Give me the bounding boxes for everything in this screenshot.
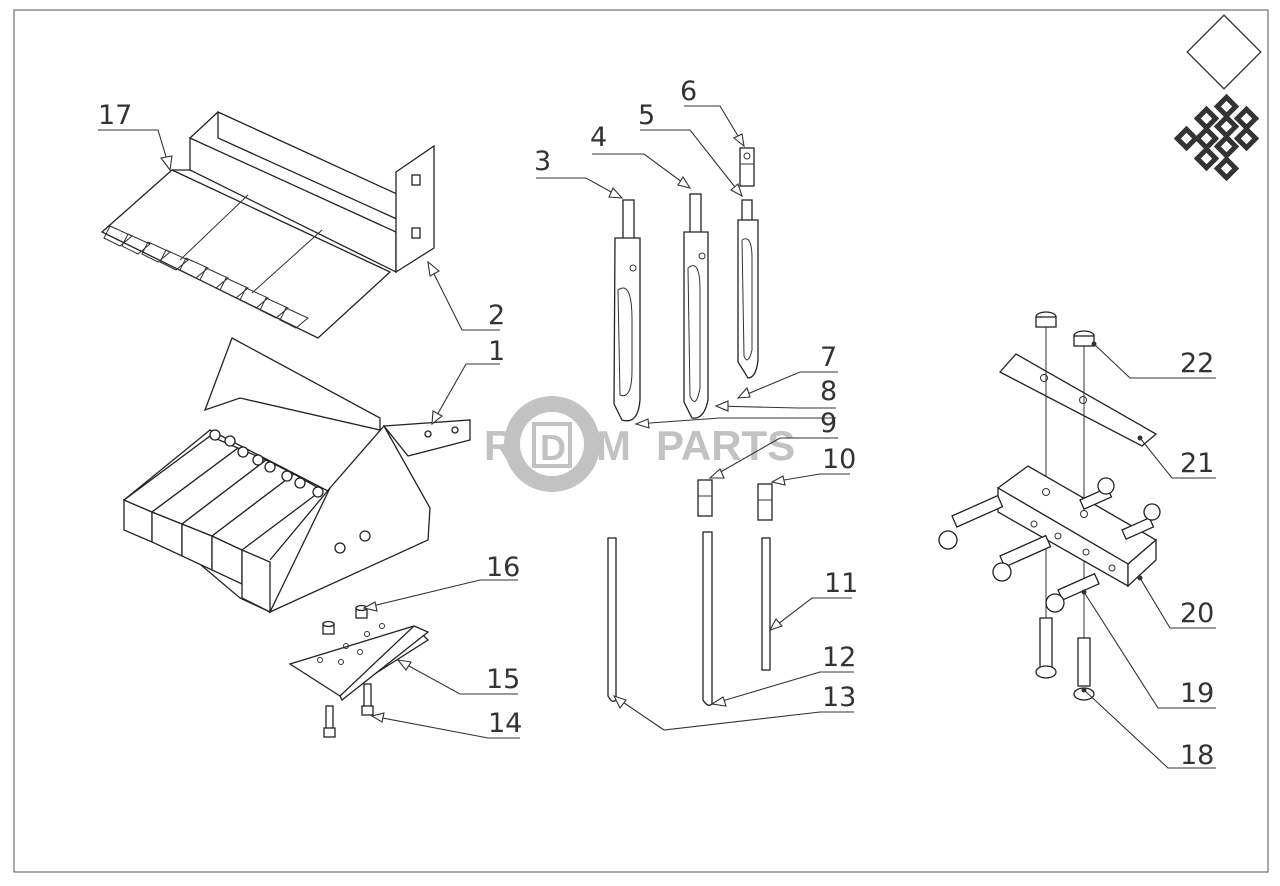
leader-lines <box>98 105 1216 769</box>
callout-8: 8 <box>820 376 837 407</box>
callout-4: 4 <box>590 122 607 153</box>
callout-9: 9 <box>820 408 837 439</box>
callout-6: 6 <box>680 76 697 107</box>
watermark-letter-d: D <box>540 427 566 468</box>
part-tines <box>613 147 759 422</box>
callout-13: 13 <box>822 682 856 713</box>
callout-22: 22 <box>1180 348 1214 379</box>
part-tray <box>100 110 435 339</box>
callout-21: 21 <box>1180 448 1214 479</box>
callout-16: 16 <box>486 552 520 583</box>
callout-17: 17 <box>98 100 132 131</box>
part-block-assembly <box>938 311 1161 701</box>
corner-logo <box>1173 14 1262 182</box>
callout-labels: 17 2 1 3 4 5 6 7 8 9 10 11 12 13 14 15 1… <box>98 76 1214 771</box>
part-hopper <box>122 337 471 614</box>
callout-19: 19 <box>1180 678 1214 709</box>
sheet-border <box>13 9 1269 873</box>
callout-11: 11 <box>824 568 858 599</box>
watermark-letter-m: M <box>596 422 631 469</box>
callout-3: 3 <box>534 146 551 177</box>
callout-1: 1 <box>488 336 505 367</box>
watermark-parts-text: PARTS <box>656 422 795 469</box>
watermark: R D M PARTS <box>484 396 795 492</box>
callout-20: 20 <box>1180 598 1214 629</box>
callout-14: 14 <box>488 708 522 739</box>
callout-18: 18 <box>1180 740 1214 771</box>
callout-5: 5 <box>638 100 655 131</box>
callout-12: 12 <box>822 642 856 673</box>
part-rods <box>607 479 773 706</box>
callout-15: 15 <box>486 664 520 695</box>
callout-7: 7 <box>820 342 837 373</box>
callout-2: 2 <box>488 300 505 331</box>
part-plate <box>288 604 430 738</box>
callout-10: 10 <box>822 444 856 475</box>
